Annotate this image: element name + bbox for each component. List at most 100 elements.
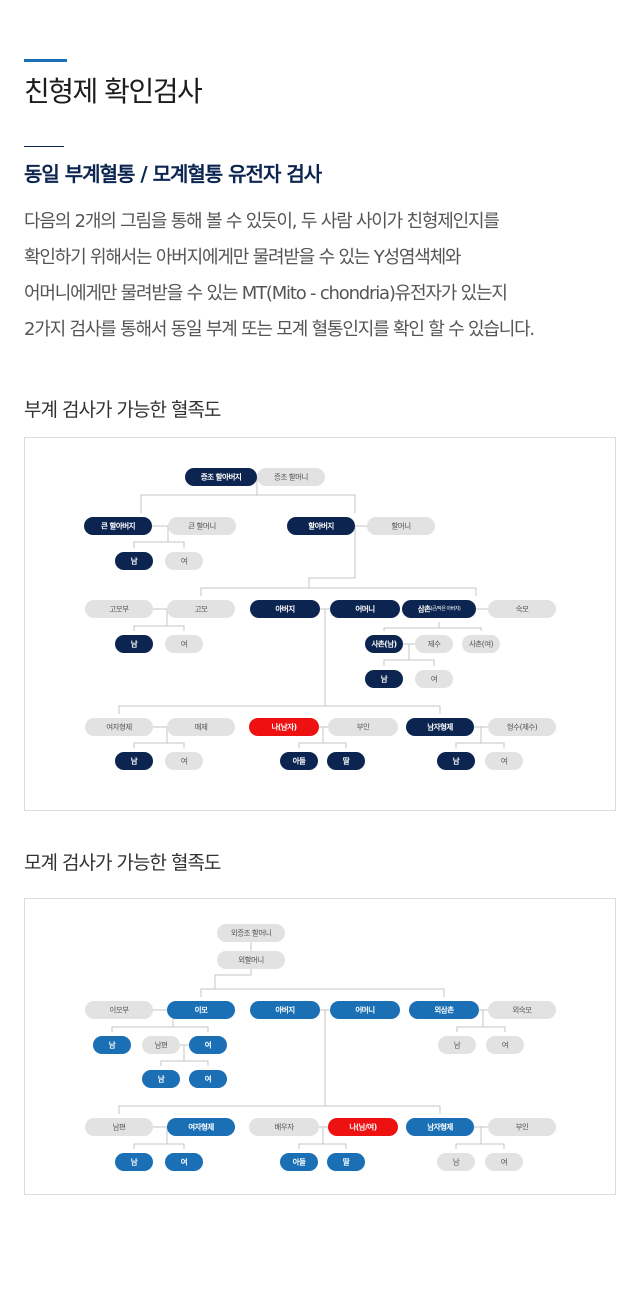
description-line: 어머니에게만 물려받을 수 있는 MT(Mito - chondria)유전자가… [24, 283, 508, 304]
tree-node-pill [85, 1001, 153, 1019]
tree-node-c2f: 여 [165, 635, 203, 653]
tree-node-pill [367, 517, 435, 535]
tree-node-pill [365, 635, 403, 653]
tree-node-pill [250, 1001, 320, 1019]
tree-node-c3f: 여 [415, 670, 453, 688]
tree-node-label: 남 [381, 674, 388, 684]
tree-node-daughter: 딸 [327, 1153, 365, 1171]
tree-node-label: 남 [454, 1041, 461, 1050]
tree-node-c1m: 남 [115, 552, 153, 570]
tree-node-pill [409, 1001, 479, 1019]
tree-node-label: 큰 할머니 [188, 522, 215, 531]
tree-node-pill [115, 635, 153, 653]
tree-connector-line [481, 742, 505, 748]
tree-node-label: 남 [109, 1040, 116, 1050]
tree-connector-line [383, 644, 410, 666]
tree-node-label: 부인 [357, 722, 370, 732]
tree-node-label: 아들 [293, 1157, 306, 1167]
tree-node-label: 남자형제 [427, 722, 453, 732]
tree-node-waunt: 외숙모 [488, 1001, 556, 1019]
description-line: 다음의 2개의 그림을 통해 볼 수 있듯이, 두 사람 사이가 친형제인지를 [24, 211, 500, 232]
tree-node-cousin: 사촌(남) [365, 635, 403, 653]
tree-node-pill [485, 1153, 523, 1171]
tree-connector-line [409, 659, 435, 666]
tree-connector-line [200, 969, 252, 997]
tree-connector-line [298, 1127, 324, 1149]
tree-node-pill [84, 517, 152, 535]
tree-node-pill [330, 600, 400, 618]
tree-node-label: 어머니 [355, 604, 375, 614]
tree-node-pill [249, 718, 319, 736]
tree-node-pill [142, 1036, 180, 1054]
tree-node-label: 여 [431, 674, 437, 684]
tree-node-me: 나(남자) [249, 718, 319, 736]
tree-node-gm: 할머니 [367, 517, 435, 535]
tree-node-pill [85, 718, 153, 736]
tree-node-label: 여 [502, 1040, 508, 1050]
tree-node-pill [167, 600, 235, 618]
tree-node-pill [167, 1118, 235, 1136]
tree-node-c1m: 남 [93, 1036, 131, 1054]
page-title: 친형제 확인검사 [24, 75, 203, 108]
tree-node-gomo: 고모 [167, 600, 235, 618]
tree-connector-line [323, 1143, 347, 1149]
tree-node-kgm: 큰 할머니 [168, 517, 236, 535]
tree-node-label: 남편 [155, 1040, 168, 1050]
tree-node-pill [485, 752, 523, 770]
tree-node-label: 남 [131, 639, 138, 649]
tree-connector-line [481, 1143, 505, 1149]
tree-node-wife: 부인 [488, 1118, 556, 1136]
description: 다음의 2개의 그림을 통해 볼 수 있듯이, 두 사람 사이가 친형제인지를 … [24, 204, 624, 348]
tree-node-mggm: 외증조 할머니 [217, 924, 285, 942]
tree-node-pill [142, 1070, 180, 1088]
tree-node-label: 사촌(여) [469, 639, 494, 649]
tree-node-pill [327, 1153, 365, 1171]
tree-node-sublabel: (큰/작은 아버지) [431, 605, 461, 612]
tree-node-pill [168, 517, 236, 535]
tree-connector-line [309, 587, 477, 596]
tree-connector-line [160, 1045, 185, 1066]
tree-node-brother: 남자형제 [406, 1118, 474, 1136]
tree-node-imobu: 이모부 [85, 1001, 153, 1019]
tree-node-daughter: 딸 [327, 752, 365, 770]
tree-node-gomobu: 고모부 [85, 600, 153, 618]
tree-node-pill [217, 951, 285, 969]
tree-connector-line [325, 705, 441, 714]
tree-node-pill [165, 552, 203, 570]
tree-connector-line [298, 727, 324, 748]
tree-connector-line [439, 627, 482, 631]
tree-node-pill [165, 752, 203, 770]
tree-connector-line [133, 526, 169, 548]
tree-node-label: 나(남/여) [349, 1122, 376, 1132]
tree-node-label: 남 [131, 556, 138, 566]
tree-connector-line [118, 609, 326, 714]
tree-node-pill [488, 1001, 556, 1019]
tree-node-kgf: 큰 할아버지 [84, 517, 152, 535]
tree-connector-line [456, 1010, 484, 1032]
tree-node-c3m: 남 [365, 670, 403, 688]
tree-node-label: 딸 [343, 756, 350, 766]
tree-node-sil: 형수(제수) [488, 718, 556, 736]
tree-node-label: 아들 [293, 756, 306, 766]
tree-node-son: 아들 [280, 1153, 318, 1171]
tree-node-pill [185, 468, 257, 486]
tree-node-label: 숙모 [516, 605, 529, 614]
tree-node-label: 외증조 할머니 [231, 928, 271, 938]
tree-node-pill [488, 1118, 556, 1136]
tree-node-label: 남편 [113, 1122, 126, 1132]
page-subtitle: 동일 부계혈통 / 모계혈통 유전자 검사 [24, 162, 322, 186]
tree-node-c4m: 남 [115, 752, 153, 770]
tree-node-son: 아들 [280, 752, 318, 770]
tree-node-pill [280, 752, 318, 770]
tree-node-brother: 남자형제 [406, 718, 474, 736]
description-line: 확인하기 위해서는 아버지에게만 물려받을 수 있는 Y성염색체와 [24, 247, 461, 268]
tree-node-c4f: 여 [165, 1153, 203, 1171]
tree-node-pill [115, 752, 153, 770]
tree-node-pill [249, 1118, 319, 1136]
tree-node-label: 여 [205, 1074, 212, 1084]
tree-node-c4m: 남 [115, 1153, 153, 1171]
tree-node-pill [328, 1118, 398, 1136]
tree-connector-line [133, 609, 168, 631]
